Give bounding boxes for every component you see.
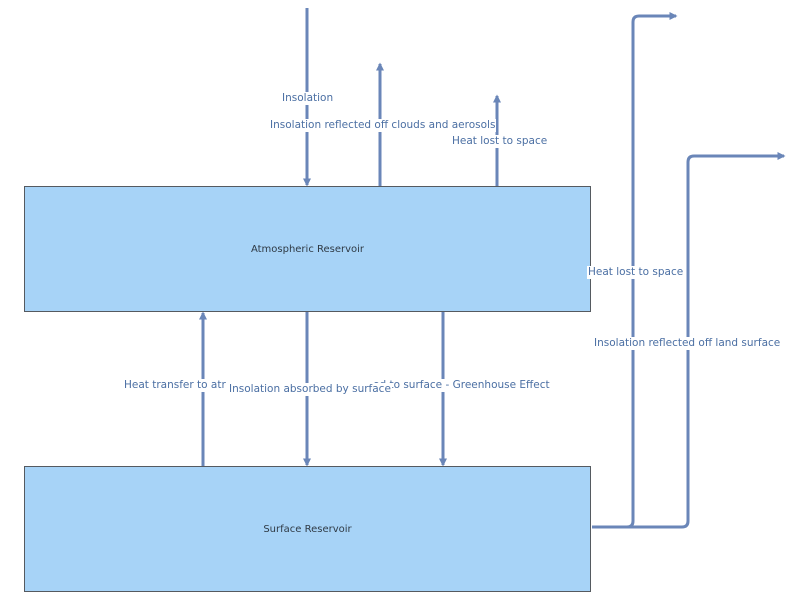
absorbed-label: Insolation absorbed by surface — [228, 383, 392, 396]
surface-heat-lost-label: Heat lost to space — [587, 266, 685, 279]
atm-heat-lost-label: Heat lost to space — [451, 135, 549, 148]
atmospheric-reservoir: Atmospheric Reservoir — [24, 186, 591, 312]
reflected-clouds-label: Insolation reflected off clouds and aero… — [269, 119, 497, 132]
heat-transfer-label: Heat transfer to atr — [123, 379, 227, 392]
surface-reservoir-label: Surface Reservoir — [263, 523, 352, 535]
surface-reservoir: Surface Reservoir — [24, 466, 591, 592]
greenhouse-label: ed to surface - Greenhouse Effect — [372, 379, 551, 392]
atmospheric-reservoir-label: Atmospheric Reservoir — [250, 243, 365, 255]
reflected-land-label: Insolation reflected off land surface — [593, 337, 782, 350]
insolation-label: Insolation — [281, 92, 335, 105]
